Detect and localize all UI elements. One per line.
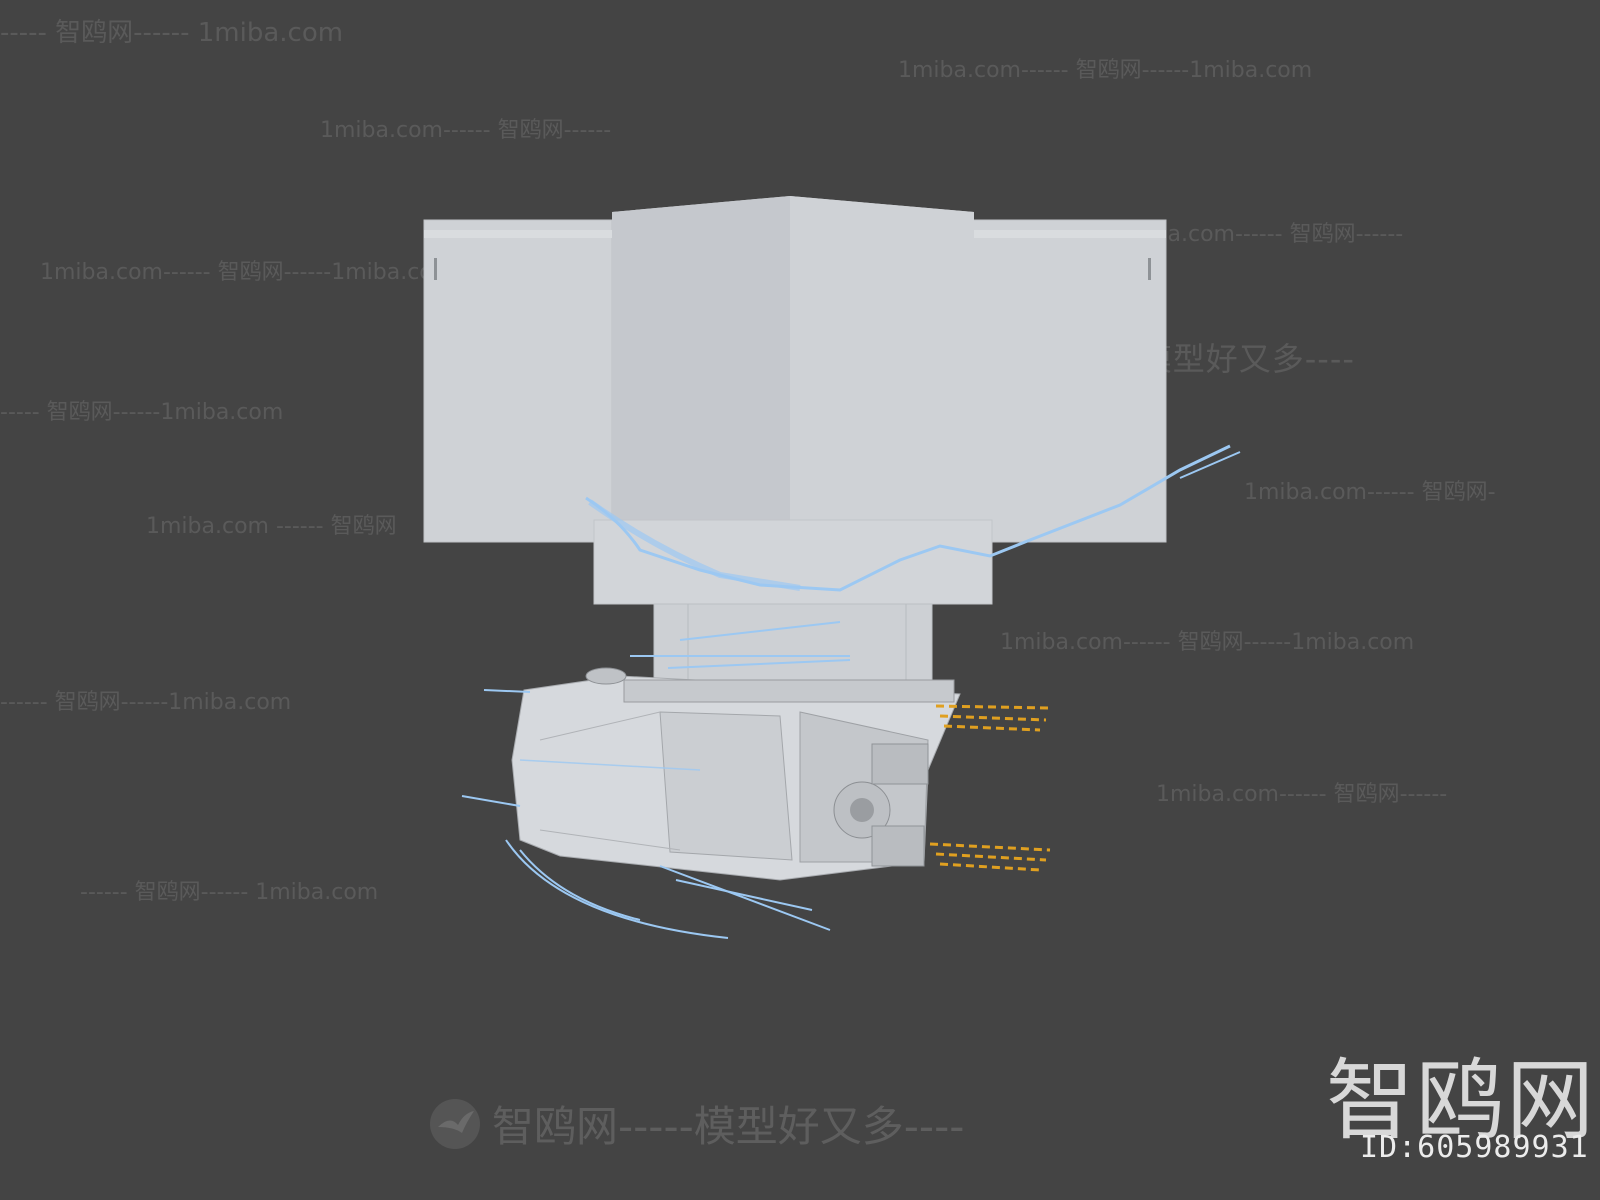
corner-logo: 智鸥网 [1326, 1049, 1597, 1152]
building-model [423, 196, 1167, 691]
car-model [511, 667, 961, 881]
exhaust-flames [929, 704, 1051, 872]
watermark-text: 1miba.com------ 智鸥网------1miba.com [898, 58, 1313, 83]
bird-logo-icon [430, 1098, 480, 1149]
watermark-text: ------ 智鸥网------ 1miba.com [80, 880, 379, 905]
watermark-text: 1miba.com ------ 智鸥网 [146, 514, 397, 539]
watermark-text: ------ 智鸥网------1miba.com [0, 690, 292, 715]
watermark-text: 1miba.com------ 智鸥网------1miba.com [40, 260, 455, 285]
watermark-text: 1miba.com------ 智鸥网------ [1156, 782, 1448, 807]
light-streaks [461, 444, 1241, 939]
watermark-text: 1miba.com------ 智鸥网------ [320, 118, 612, 143]
watermark-text: 1miba.com------ 智鸥网------1miba.com [1000, 630, 1415, 655]
watermark-text: ----- 智鸥网------1miba.com [0, 400, 284, 425]
bottom-banner-text: 智鸥网-----模型好又多---- [492, 1102, 965, 1151]
watermark-text: ----- 智鸥网------ 1miba.com [0, 18, 344, 48]
watermark-text: 1miba.com------ 智鸥网- [1244, 480, 1496, 505]
bottom-banner: 智鸥网-----模型好又多---- [428, 1093, 964, 1154]
image-id-label: ID:605989931 [1360, 1130, 1589, 1165]
